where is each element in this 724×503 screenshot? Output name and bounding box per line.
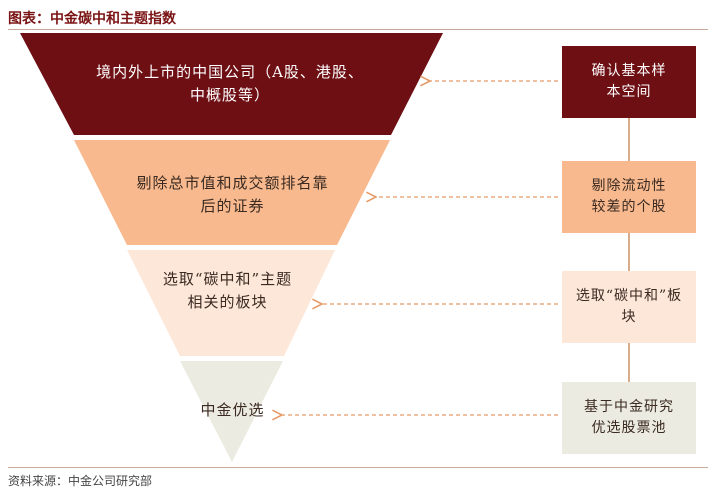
step-box-2: 剔除流动性较差的个股 — [562, 161, 696, 233]
figure-title: 图表：中金碳中和主题指数 — [8, 11, 176, 27]
steps-connector — [628, 118, 630, 382]
funnel-level-3-shape — [127, 250, 335, 356]
funnel-level-2-shape — [74, 140, 390, 245]
funnel-level-2-label: 剔除总市值和成交额排名靠后的证券 — [136, 174, 329, 215]
funnel-level-3-label: 选取“碳中和”主题相关的板块 — [162, 270, 293, 311]
step-box-4: 基于中金研究优选股票池 — [562, 382, 696, 454]
source-note: 资料来源：中金公司研究部 — [8, 474, 153, 488]
title-divider — [8, 29, 708, 30]
step-4-label: 基于中金研究优选股票池 — [584, 399, 674, 436]
funnel-level-4-shape — [180, 361, 283, 462]
source-divider — [8, 467, 708, 468]
step-box-1: 确认基本样本空间 — [562, 46, 696, 118]
funnel-level-4-label: 中金优选 — [200, 401, 265, 419]
step-2-label: 剔除流动性较差的个股 — [591, 178, 667, 215]
step-box-3: 选取“碳中和”板块 — [562, 271, 696, 343]
funnel-level-1-label: 境内外上市的中国公司（A股、港股、中概股等） — [96, 63, 364, 104]
step-3-label: 选取“碳中和”板块 — [575, 288, 683, 325]
funnel-level-1-shape — [20, 33, 443, 135]
step-1-label: 确认基本样本空间 — [591, 63, 667, 100]
